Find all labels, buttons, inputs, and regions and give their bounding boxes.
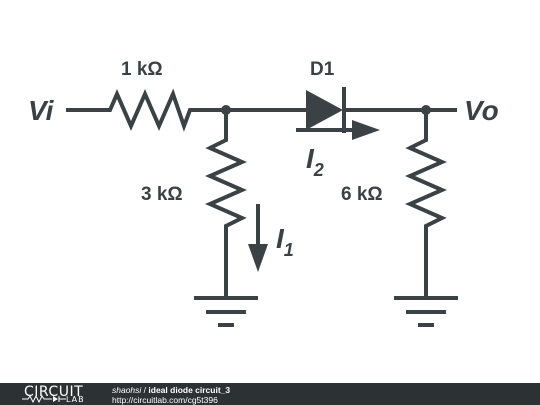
r3-value-label: 6 kΩ [341,184,383,205]
current-i2-label: I2 [306,143,324,180]
logo-resistor-icon [22,395,66,403]
r1-value-label: 1 kΩ [121,59,163,80]
diode-d1 [306,87,346,133]
ground-symbol-left [194,296,258,327]
logo-wordmark-top: CIRCUIT [24,384,84,400]
output-label: Vo [464,95,499,126]
circuit-schematic: Vi Vo 1 kΩ D1 3 kΩ 6 kΩ I2 I1 [28,59,499,327]
logo-wordmark-bottom: LAB [66,395,85,404]
circuitlab-footer: CIRCUIT LAB shaohsi / ideal diode circui… [0,383,540,405]
resistor-r1 [98,88,228,132]
current-i1-arrow [248,204,268,272]
resistor-r3 [405,108,447,300]
ground-symbol-right [394,296,458,327]
circuit-title[interactable]: ideal diode circuit_3 [148,385,231,395]
input-label: Vi [28,95,55,126]
current-i2-arrow [296,120,380,140]
diode-d1-label: D1 [310,59,335,80]
circuit-credit: shaohsi / ideal diode circuit_3 [112,385,230,395]
current-i1-label: I1 [276,223,294,260]
r2-value-label: 3 kΩ [141,184,183,205]
circuit-url-link[interactable]: http://circuitlab.com/cg5t396 [112,395,218,405]
resistor-r2 [205,108,247,300]
credit-separator: / [141,385,149,395]
author-name[interactable]: shaohsi [112,385,142,395]
